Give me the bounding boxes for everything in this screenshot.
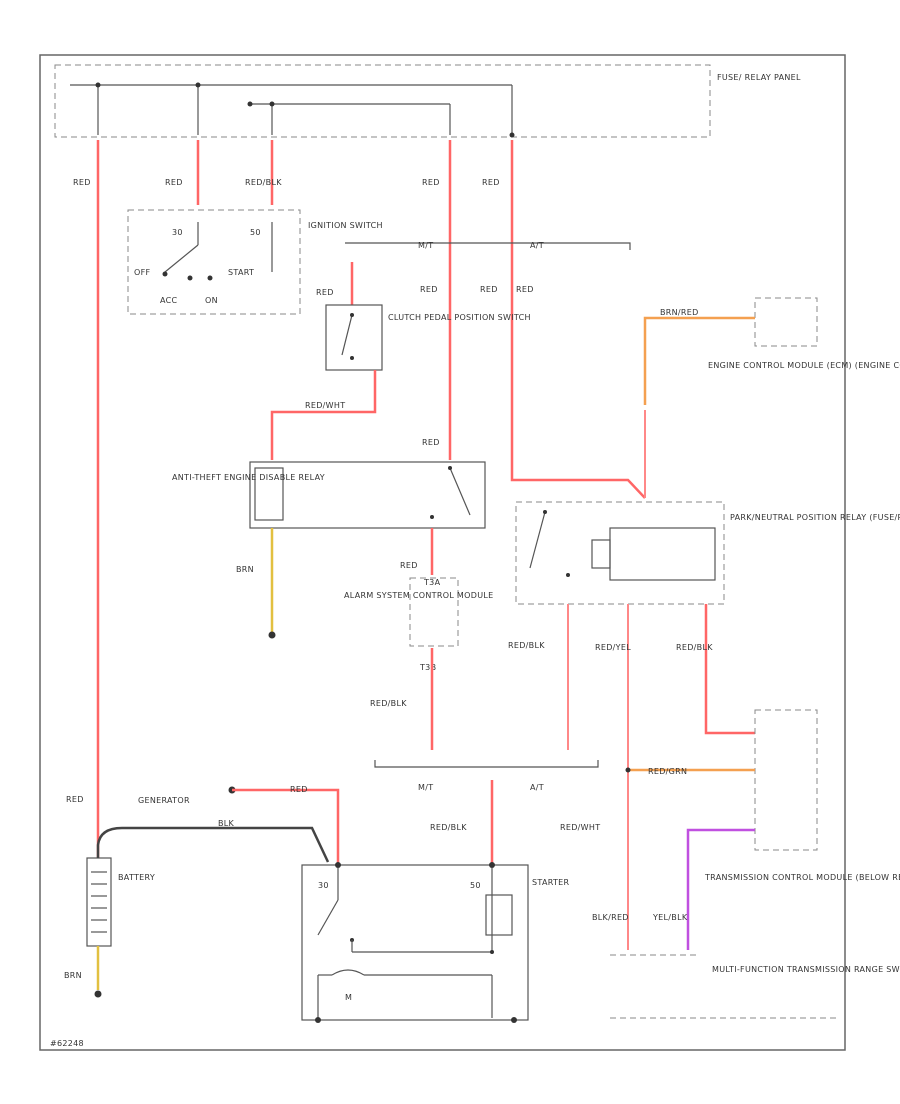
- svg-text:RED/BLK: RED/BLK: [430, 823, 467, 832]
- svg-text:BLK/RED: BLK/RED: [592, 913, 629, 922]
- svg-text:BRN: BRN: [64, 971, 82, 980]
- wire-battery-starter: [96, 826, 330, 863]
- svg-text:M/T: M/T: [418, 241, 433, 250]
- svg-text:A/T: A/T: [530, 783, 544, 792]
- ignition-switch: IGNITION SWITCH 30 50 OFF START ACC ON: [127, 209, 383, 315]
- diagram-frame: [39, 54, 846, 1051]
- svg-text:RED: RED: [516, 285, 534, 294]
- svg-text:M/T: M/T: [418, 783, 433, 792]
- clutch-switch-label: CLUTCH PEDAL POSITION SWITCH: [388, 313, 531, 322]
- pnp-relay-label: PARK/NEUTRAL POSITION RELAY (FUSE/RELAY …: [730, 513, 900, 522]
- svg-text:BLK: BLK: [218, 819, 235, 828]
- anti-theft-relay-label: ANTI-THEFT ENGINE DISABLE RELAY: [172, 473, 325, 482]
- svg-text:30: 30: [172, 228, 183, 237]
- wire-clutch-to-relay: [270, 370, 377, 460]
- svg-text:RED/BLK: RED/BLK: [370, 699, 407, 708]
- park-neutral-position-relay: PARK/NEUTRAL POSITION RELAY (FUSE/RELAY …: [515, 501, 900, 605]
- svg-text:RED/YEL: RED/YEL: [595, 643, 631, 652]
- svg-text:ON: ON: [205, 296, 218, 305]
- ignition-switch-label: IGNITION SWITCH: [308, 221, 383, 230]
- transmission-range-switch: BLK/RED YEL/BLK MULTI-FUNCTION TRANSMISS…: [592, 913, 900, 1019]
- starter-label: STARTER: [532, 878, 570, 887]
- wire-pnp-to-tcm: [704, 604, 755, 735]
- svg-text:RED: RED: [316, 288, 334, 297]
- svg-text:RED/WHT: RED/WHT: [560, 823, 600, 832]
- wire-pnp-feed: [510, 140, 646, 499]
- alarm-module-label: ALARM SYSTEM CONTROL MODULE: [344, 591, 493, 600]
- mt-at-split-top: [345, 242, 631, 250]
- wire-tcm-range: [686, 828, 755, 950]
- wire-label: RED: [422, 178, 440, 187]
- svg-text:OFF: OFF: [134, 268, 150, 277]
- svg-text:RED/BLK: RED/BLK: [508, 641, 545, 650]
- wire-label: RED: [482, 178, 500, 187]
- svg-text:M: M: [345, 993, 352, 1002]
- battery-label: BATTERY: [118, 873, 155, 882]
- fuse-relay-panel: FUSE/ RELAY PANEL: [54, 64, 801, 138]
- svg-text:A/T: A/T: [530, 241, 544, 250]
- svg-text:T3B: T3B: [419, 663, 436, 672]
- svg-text:YEL/BLK: YEL/BLK: [652, 913, 688, 922]
- wire-label: RED: [165, 178, 183, 187]
- wire-label: RED/BLK: [245, 178, 282, 187]
- ecm-label: ENGINE CONTROL MODULE (ECM) (ENGINE COMP…: [708, 361, 900, 370]
- fuse-relay-panel-label: FUSE/ RELAY PANEL: [717, 73, 801, 82]
- svg-text:ACC: ACC: [160, 296, 178, 305]
- svg-text:RED: RED: [290, 785, 308, 794]
- svg-text:RED: RED: [420, 285, 438, 294]
- generator-label: GENERATOR: [138, 796, 190, 805]
- svg-text:RED/GRN: RED/GRN: [648, 767, 687, 776]
- svg-text:RED/BLK: RED/BLK: [676, 643, 713, 652]
- svg-text:RED: RED: [480, 285, 498, 294]
- wire-ecm: [643, 316, 755, 405]
- svg-text:RED/WHT: RED/WHT: [305, 401, 345, 410]
- wire-generator: [232, 788, 340, 865]
- starter: STARTER 30 50 M: [301, 862, 570, 1023]
- svg-text:50: 50: [250, 228, 261, 237]
- svg-text:30: 30: [318, 881, 329, 890]
- range-switch-label: MULTI-FUNCTION TRANSMISSION RANGE SWITCH…: [712, 965, 900, 974]
- wire-label: RED: [73, 178, 91, 187]
- clutch-pedal-position-switch: CLUTCH PEDAL POSITION SWITCH: [325, 304, 531, 371]
- transmission-control-module: TRANSMISSION CONTROL MODULE (BELOW REAR …: [704, 709, 900, 882]
- tcm-label: TRANSMISSION CONTROL MODULE (BELOW REAR …: [704, 873, 900, 882]
- diagram-code: #62248: [50, 1039, 84, 1048]
- svg-text:BRN/RED: BRN/RED: [660, 308, 699, 317]
- svg-text:50: 50: [470, 881, 481, 890]
- svg-text:RED: RED: [400, 561, 418, 570]
- svg-text:T3A: T3A: [423, 578, 441, 587]
- svg-text:START: START: [228, 268, 254, 277]
- anti-theft-engine-disable-relay: ANTI-THEFT ENGINE DISABLE RELAY: [172, 461, 486, 529]
- engine-control-module: ENGINE CONTROL MODULE (ECM) (ENGINE COMP…: [708, 297, 900, 370]
- svg-text:RED: RED: [66, 795, 84, 804]
- svg-text:BRN: BRN: [236, 565, 254, 574]
- battery: BATTERY: [86, 857, 155, 947]
- alarm-system-control-module: T3A ALARM SYSTEM CONTROL MODULE T3B: [344, 577, 493, 672]
- svg-text:RED: RED: [422, 438, 440, 447]
- mt-at-split-bottom: [374, 760, 599, 768]
